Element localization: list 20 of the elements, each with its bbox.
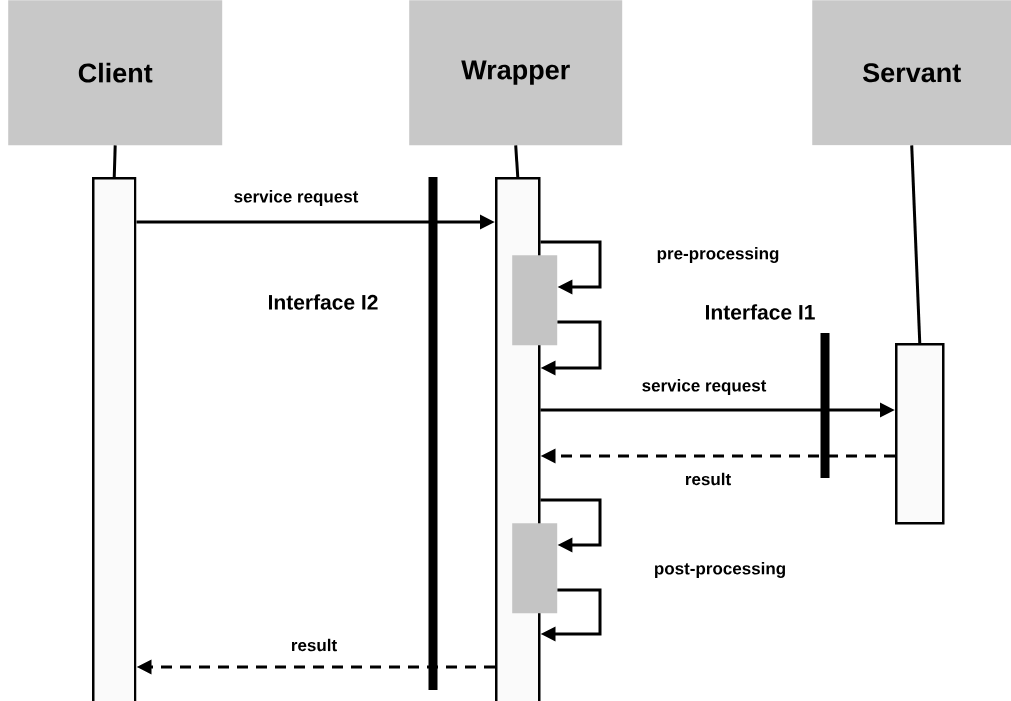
lifeline [514,145,520,178]
lifeline [910,145,922,344]
processing-box [512,255,558,346]
lifeline-header: Wrapper [409,0,623,146]
self-call-arrow [540,498,602,553]
activation-bar [92,177,137,701]
edge-label: service request [232,189,360,207]
interface-label: Interface I2 [268,294,378,310]
self-call-arrow [540,240,602,295]
lifeline-header: Servant [812,0,1011,146]
edge-label: pre-processing [655,246,781,264]
edge-label: result [683,471,733,487]
edge-label: service request [640,378,768,396]
edge-label: post-processing [652,561,788,579]
activation-bar [895,343,945,525]
edge-label: result [289,637,339,653]
lifeline-header: Client [8,0,223,146]
interface-label: Interface I1 [706,304,815,320]
lifeline [112,145,117,178]
processing-box [512,523,558,614]
